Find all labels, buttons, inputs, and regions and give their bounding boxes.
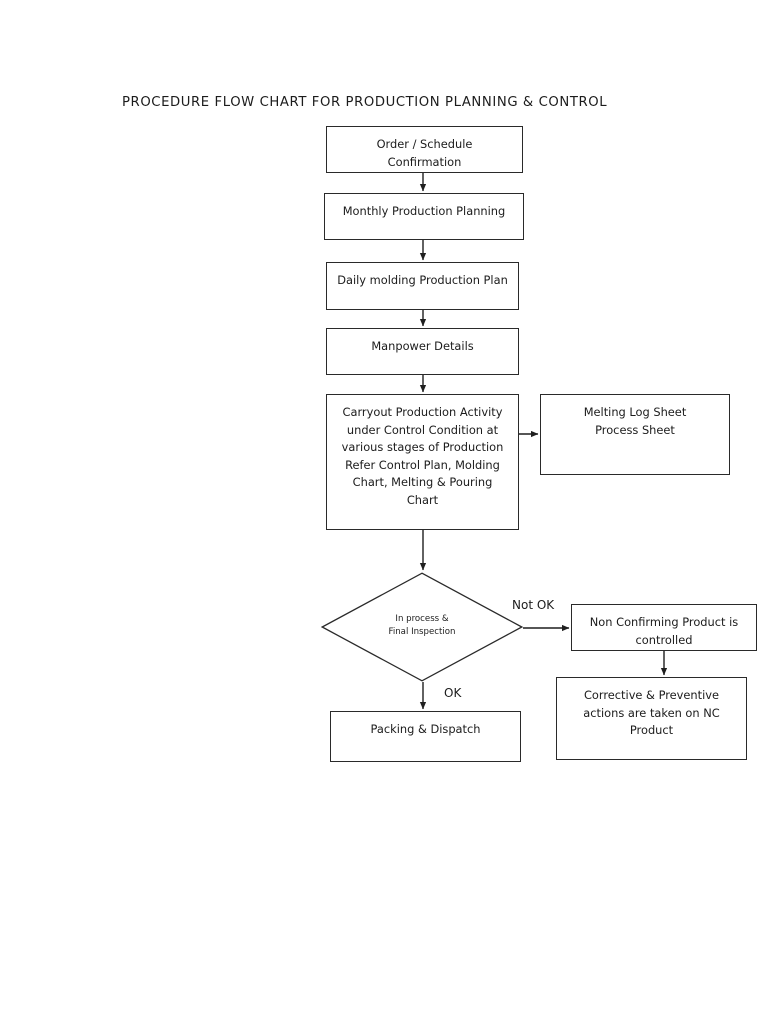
node-order-schedule-confirmation-label: Order / Schedule Confirmation: [376, 137, 473, 169]
node-melting-log-sheet[interactable]: Melting Log Sheet Process Sheet: [540, 394, 730, 475]
node-corrective-preventive-actions-label: Corrective & Preventive actions are take…: [583, 688, 720, 737]
page-title: PROCEDURE FLOW CHART FOR PRODUCTION PLAN…: [122, 95, 608, 110]
node-manpower-details[interactable]: Manpower Details: [326, 328, 519, 375]
node-packing-dispatch-label: Packing & Dispatch: [370, 722, 481, 736]
node-monthly-production-planning[interactable]: Monthly Production Planning: [324, 193, 524, 240]
edge-label-not-ok: Not OK: [512, 598, 555, 612]
node-packing-dispatch[interactable]: Packing & Dispatch: [330, 711, 521, 762]
node-in-process-final-inspection[interactable]: In process & Final Inspection: [321, 572, 523, 682]
node-carryout-production-activity-label: Carryout Production Activity under Contr…: [341, 405, 504, 507]
diamond-shape: [321, 572, 523, 682]
node-monthly-production-planning-label: Monthly Production Planning: [342, 204, 506, 218]
node-melting-log-sheet-label: Melting Log Sheet Process Sheet: [583, 405, 687, 437]
node-daily-molding-production-plan-label: Daily molding Production Plan: [337, 273, 508, 287]
node-daily-molding-production-plan[interactable]: Daily molding Production Plan: [326, 262, 519, 310]
node-carryout-production-activity[interactable]: Carryout Production Activity under Contr…: [326, 394, 519, 530]
node-non-confirming-product-label: Non Confirming Product is controlled: [589, 615, 739, 647]
node-manpower-details-label: Manpower Details: [371, 339, 474, 353]
node-order-schedule-confirmation[interactable]: Order / Schedule Confirmation: [326, 126, 523, 173]
node-non-confirming-product[interactable]: Non Confirming Product is controlled: [571, 604, 757, 651]
node-in-process-final-inspection-label: In process & Final Inspection: [388, 614, 456, 637]
node-corrective-preventive-actions[interactable]: Corrective & Preventive actions are take…: [556, 677, 747, 760]
edge-label-ok: OK: [444, 686, 462, 700]
